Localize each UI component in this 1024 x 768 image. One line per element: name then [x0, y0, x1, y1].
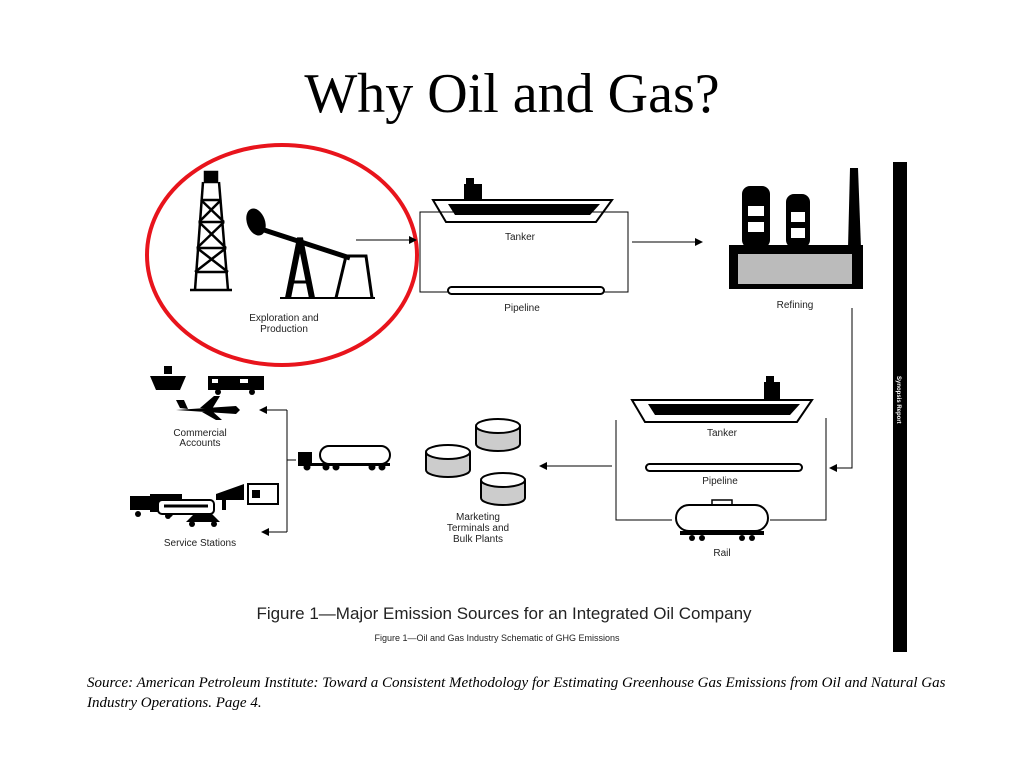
- label-refining: Refining: [777, 300, 814, 311]
- transport-bracket-top: [419, 211, 629, 293]
- label-commercial-1: Commercial: [173, 428, 226, 439]
- label-marketing-2: Terminals and: [447, 523, 509, 534]
- refinery-icon: [729, 168, 863, 289]
- label-marketing-3: Bulk Plants: [453, 534, 503, 545]
- tank-truck-icon: [298, 445, 391, 471]
- service-vehicles-icon: [130, 494, 220, 527]
- label-rail: Rail: [713, 548, 730, 559]
- slide-title: Why Oil and Gas?: [304, 63, 720, 125]
- label-pipeline-top: Pipeline: [504, 303, 540, 314]
- ship-icon: [150, 366, 186, 390]
- transport-bracket-bottom: [770, 418, 827, 521]
- side-tab: [893, 162, 907, 652]
- side-tab-label: Synopsis Report: [895, 376, 901, 424]
- source-citation: Source: American Petroleum Institute: To…: [87, 675, 946, 711]
- tanker-ship-icon-top: [431, 178, 614, 223]
- pipeline-icon-bottom: [645, 463, 803, 472]
- locomotive-icon: [208, 376, 264, 395]
- drilling-rig-icon: [190, 170, 232, 292]
- label-exploration-2: Production: [260, 324, 308, 335]
- flow-arrow-3: [829, 308, 853, 472]
- gas-station-icon: [216, 483, 279, 510]
- label-tanker-top: Tanker: [505, 232, 536, 243]
- highlight-circle: [145, 143, 419, 367]
- pumpjack-icon: [246, 208, 375, 299]
- label-tanker-bottom: Tanker: [707, 428, 738, 439]
- figure-subcaption: Figure 1—Oil and Gas Industry Schematic …: [374, 633, 620, 643]
- airplane-icon: [176, 396, 240, 420]
- figure-caption: Figure 1—Major Emission Sources for an I…: [256, 604, 752, 623]
- tanker-ship-icon-bottom: [630, 376, 814, 423]
- rail-tank-car-icon: [675, 499, 769, 541]
- label-commercial-2: Accounts: [179, 438, 220, 449]
- pipeline-icon-top: [447, 286, 605, 295]
- label-marketing-1: Marketing: [456, 512, 500, 523]
- label-pipeline-bottom: Pipeline: [702, 476, 738, 487]
- storage-tanks-icon: [425, 418, 526, 506]
- transport-bracket-bottom-left: [615, 420, 672, 521]
- label-exploration-1: Exploration and: [249, 313, 319, 324]
- label-service-stations: Service Stations: [164, 538, 236, 549]
